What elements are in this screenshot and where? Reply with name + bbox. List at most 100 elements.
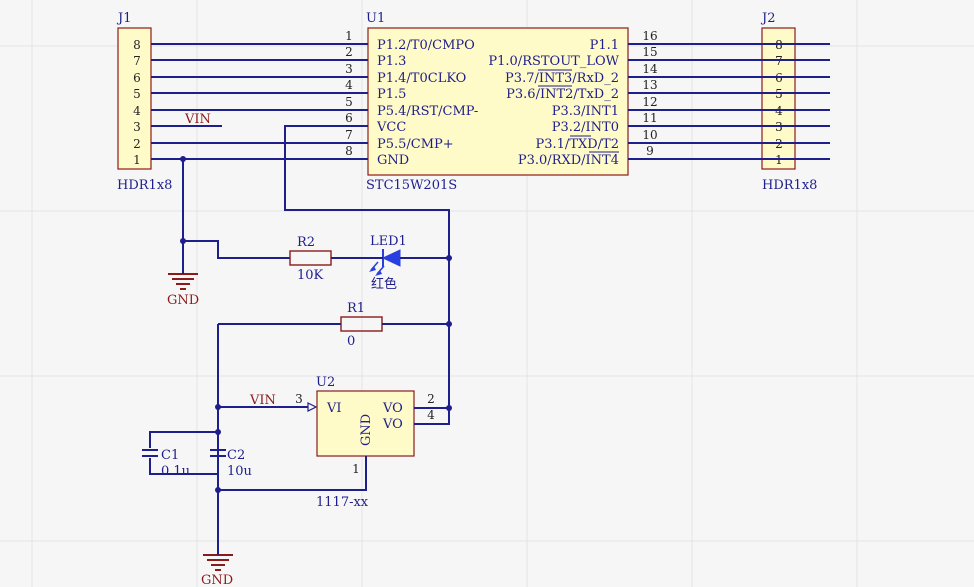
u2-pin-num: 4 [427, 408, 435, 422]
u1-pin-num: 2 [345, 45, 353, 59]
u2-pin-num: 3 [295, 392, 303, 406]
u1-body [367, 27, 629, 176]
u2-part: 1117-xx [316, 495, 369, 510]
u2-vi-label: VI [326, 401, 342, 416]
u1-designator: U1 [366, 11, 385, 26]
u2-gnd-label: GND [359, 414, 374, 446]
led1-value: 红色 [371, 276, 397, 292]
u1-pin-name: P3.3/INT1 [552, 104, 619, 119]
led1-designator: LED1 [370, 234, 407, 249]
resistor-r2[interactable]: R2 10K [289, 235, 332, 283]
chip-u1[interactable]: U1 STC15W201S P1.2/T0/CMPO P1.3 P1.4/T0C… [345, 11, 658, 193]
u1-pin-num: 15 [642, 45, 657, 59]
u1-pin-num: 1 [345, 29, 353, 43]
junction-dot [446, 405, 452, 411]
u2-body [316, 390, 415, 457]
j1-pin-num: 1 [133, 153, 141, 167]
j2-designator: J2 [760, 11, 775, 26]
vin-input-arrow [307, 402, 318, 412]
u2-gnd-wire [218, 456, 367, 491]
j1-pin-num: 6 [133, 71, 141, 85]
u1-pin-num: 3 [345, 62, 353, 76]
u1-pin-num: 12 [642, 95, 657, 109]
u2-vo-wire-2 [414, 408, 450, 425]
u1-pin-num: 8 [345, 144, 353, 158]
u2-vo-label: VO [382, 401, 403, 416]
c2-designator: C2 [227, 448, 245, 463]
u1-pin-num: 11 [642, 111, 657, 125]
c1-bottom-wire [149, 458, 218, 475]
u1-pin-num: 13 [642, 78, 657, 92]
u1-part: STC15W201S [366, 178, 457, 193]
c1-top-wire [149, 431, 218, 448]
u2-pin-num: 1 [352, 462, 360, 476]
gnd-label-lower: GND [201, 573, 233, 587]
vin-net-label-top: VIN [184, 112, 211, 127]
r2-body [289, 250, 332, 266]
u1-pin-name: P1.2/T0/CMPO [377, 38, 475, 53]
led1-triangle [381, 249, 401, 267]
connector-j2[interactable]: J2 HDR1x8 8 7 6 5 4 3 2 1 [760, 11, 817, 193]
u1-pin-name: P3.2/INT0 [552, 120, 619, 135]
u2-vo-label: VO [382, 417, 403, 432]
u1-pin-num: 10 [642, 128, 657, 142]
u1-pin-num: 4 [345, 78, 353, 92]
junction-dot [446, 321, 452, 327]
led1-ray-head [369, 266, 376, 272]
u1-pin-name: P1.4/T0CLKO [377, 71, 466, 86]
u1-pin-name: P5.4/RST/CMP- [377, 104, 478, 119]
u2-pin-num: 2 [427, 392, 435, 406]
c1-designator: C1 [161, 448, 179, 463]
c2-value: 10u [227, 464, 252, 479]
j1-pin-num: 3 [133, 120, 141, 134]
u1-pin-name: P3.6/INT2/TxD_2 [506, 87, 619, 102]
j1-body [117, 27, 152, 170]
u1-pin-num: 16 [642, 29, 657, 43]
led1-ray-head [375, 270, 382, 276]
j1-pin-num: 5 [133, 87, 141, 101]
capacitor-c2[interactable]: C2 10u [210, 448, 252, 479]
junction-dot [446, 255, 452, 261]
u1-pin-name: P1.5 [377, 87, 406, 102]
j1-pin-num: 2 [133, 137, 141, 151]
j2-footprint: HDR1x8 [762, 178, 817, 193]
j1-pin-num: 4 [133, 104, 141, 118]
r2-value: 10K [297, 268, 324, 283]
r1-value: 0 [347, 334, 355, 349]
u1-pin-num: 14 [642, 62, 658, 76]
regulator-u2[interactable]: U2 VI VO VO GND 3 2 4 1 1117-xx [295, 375, 435, 510]
vin-net-label-reg: VIN [249, 393, 276, 408]
gnd-label-upper: GND [167, 293, 199, 308]
j2-body [761, 27, 796, 170]
u1-pin-name: P3.7/INT3/RxD_2 [505, 71, 619, 86]
r1-designator: R1 [347, 301, 365, 316]
u1-pin-name: P1.1 [590, 38, 619, 53]
u1-pin-num: 5 [345, 95, 353, 109]
vcc-net-wire [284, 125, 450, 408]
j1-designator: J1 [116, 11, 131, 26]
r2-designator: R2 [297, 235, 315, 250]
u1-pin-name: P1.0/RSTOUT_LOW [488, 54, 619, 69]
bus-wires [151, 43, 830, 160]
j1-pin-num: 7 [133, 54, 141, 68]
u1-pin-name: GND [377, 153, 409, 168]
u1-pin-num: 9 [646, 144, 654, 158]
capacitor-c1[interactable]: C1 0.1u [142, 431, 218, 479]
led-return-wire [183, 240, 290, 259]
j1-footprint: HDR1x8 [117, 178, 172, 193]
led-led1[interactable]: LED1 红色 [369, 234, 407, 292]
u1-pin-name: P3.1/TXD/T2 [536, 137, 619, 152]
c1-value: 0.1u [161, 464, 190, 479]
u1-pin-name: P1.3 [377, 54, 406, 69]
gnd-symbol-upper [168, 272, 198, 290]
u1-pin-name: P5.5/CMP+ [377, 137, 454, 152]
u1-pin-num: 6 [345, 111, 353, 125]
junction-dot [180, 156, 186, 162]
connector-j1[interactable]: J1 HDR1x8 8 7 6 5 4 3 2 1 [116, 11, 172, 193]
u1-pin-name: VCC [376, 120, 406, 135]
u1-pin-num: 7 [345, 128, 353, 142]
j1-pin-num: 8 [133, 38, 141, 52]
gnd-symbol-lower [203, 545, 233, 571]
